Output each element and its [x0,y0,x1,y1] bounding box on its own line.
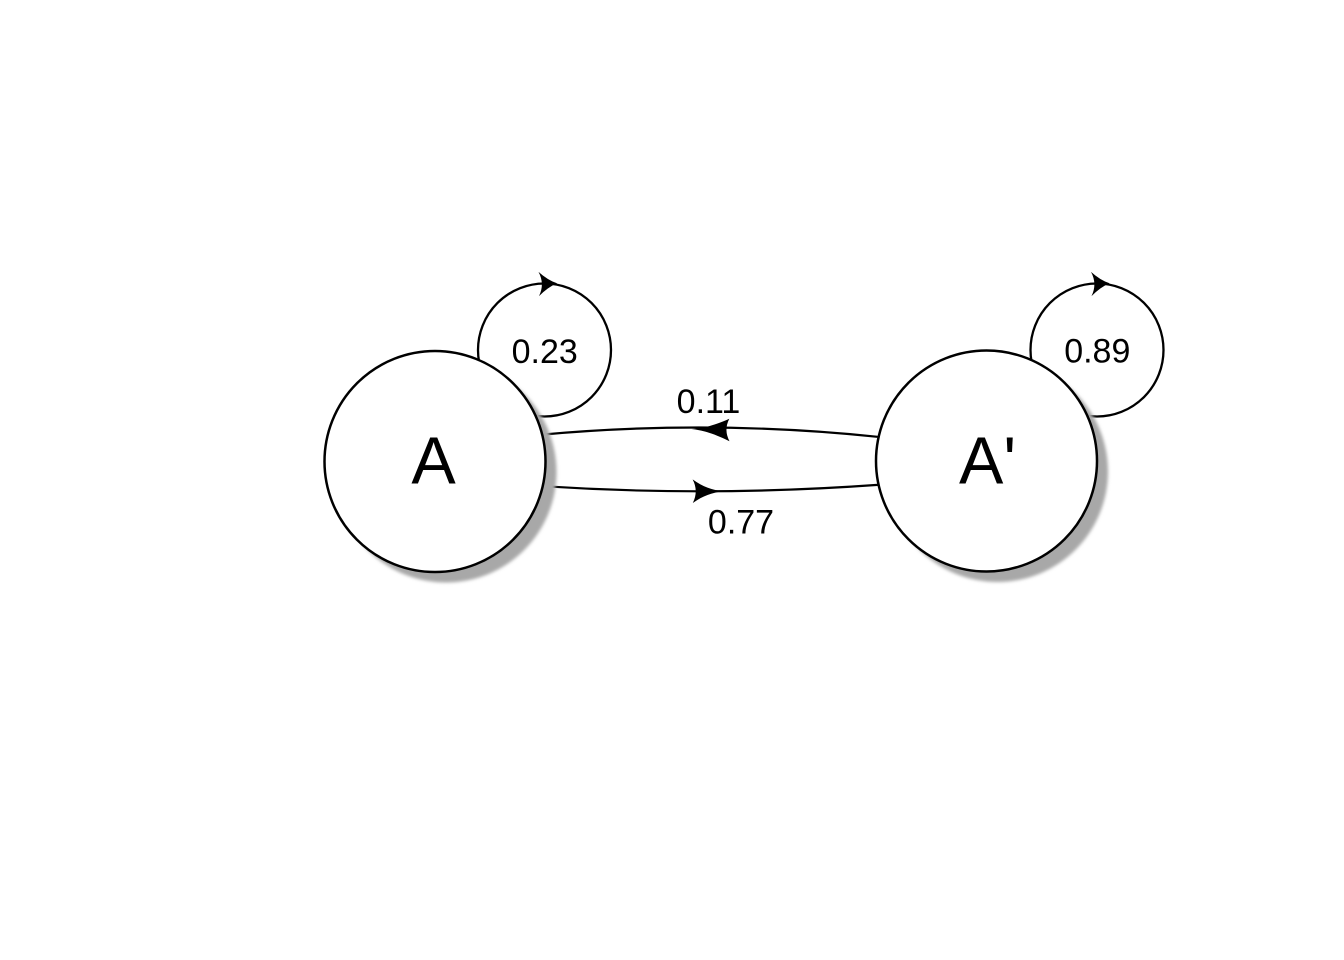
svg-text:0.77: 0.77 [708,504,774,542]
svg-text:0.11: 0.11 [677,383,741,421]
svg-text:0.89: 0.89 [1064,332,1130,370]
svg-text:A': A' [959,425,1016,499]
svg-text:0.23: 0.23 [512,333,578,371]
svg-text:A: A [411,425,456,499]
